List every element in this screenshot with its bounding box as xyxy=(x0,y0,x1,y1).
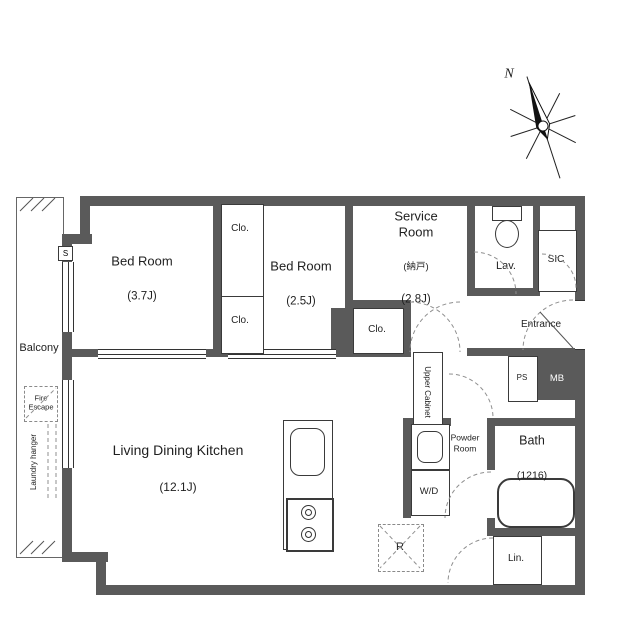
wall-segment xyxy=(487,518,495,536)
compass-north-label: N xyxy=(504,66,514,82)
compass-rose xyxy=(510,76,576,179)
bedroom2-label: Bed Room (2.5J) xyxy=(270,239,331,330)
bath-name: Bath xyxy=(519,433,545,448)
ldk-label: Living Dining Kitchen (12.1J) xyxy=(113,422,244,515)
ldk-size: (12.1J) xyxy=(159,479,197,494)
entrance-door-opening xyxy=(575,300,585,350)
bedroom1-size: (3.7J) xyxy=(127,290,157,303)
window-pane xyxy=(68,380,69,468)
washbasin xyxy=(417,431,443,463)
wall-segment xyxy=(62,234,92,244)
bedroom2-size: (2.5J) xyxy=(286,295,316,308)
compass-needle-light xyxy=(528,82,551,140)
closet-mid-box xyxy=(221,296,264,354)
bedroom2-name: Bed Room xyxy=(270,258,332,274)
refrigerator-label: R xyxy=(394,541,406,555)
closet-hall-box xyxy=(353,308,404,354)
service-room-name: Service Room xyxy=(394,208,438,240)
sliding-door xyxy=(98,349,206,359)
door-swing-arc xyxy=(448,373,494,419)
pipe-space-label: PS xyxy=(516,373,528,382)
washer-dryer-label: W/D xyxy=(419,486,439,498)
entrance-label: Entrance xyxy=(520,318,562,330)
sic-label: SIC xyxy=(547,253,565,265)
wall-segment xyxy=(213,204,221,357)
wall-segment xyxy=(402,300,411,357)
bath-size: (1216) xyxy=(516,469,548,482)
wall-segment xyxy=(331,308,345,352)
service-room-size: (2.8J) xyxy=(401,294,431,306)
wall-segment xyxy=(493,418,575,426)
wall-segment xyxy=(467,348,575,356)
toilet-tank-icon xyxy=(492,206,522,221)
service-room-alt: (納戸) xyxy=(403,261,429,273)
pipe-space-box xyxy=(508,356,538,402)
compass-hub xyxy=(537,120,549,132)
wall-segment xyxy=(62,552,108,562)
window xyxy=(62,380,74,468)
closet-top-label: Clo. xyxy=(231,222,249,234)
burner-icon xyxy=(301,527,316,542)
kitchen-sink xyxy=(290,428,325,476)
door-pane xyxy=(98,354,206,355)
wall-segment xyxy=(80,196,585,206)
wall-segment xyxy=(487,528,575,536)
window xyxy=(62,262,74,332)
lavatory-label: Lav. xyxy=(496,260,516,273)
switch-label: S xyxy=(62,249,69,258)
linen-label: Lin. xyxy=(507,552,525,566)
closet-top-box xyxy=(221,204,264,298)
closet-mid-label: Clo. xyxy=(231,314,249,326)
upper-cabinet-label: Upper Cabinet xyxy=(423,366,432,418)
window-pane xyxy=(68,262,69,332)
wall-segment xyxy=(467,288,540,296)
wall-segment xyxy=(96,552,106,595)
door-swing-arc xyxy=(444,471,492,519)
balcony-label: Balcony xyxy=(19,342,59,355)
powder-room-label: Powder Room xyxy=(450,432,480,453)
door-pane xyxy=(228,354,336,355)
wall-segment xyxy=(487,418,495,470)
wall-segment xyxy=(533,196,540,296)
wall-segment xyxy=(96,585,585,595)
service-room-label: Service Room (納戸) (2.8J) xyxy=(394,189,437,328)
compass-needle-dark xyxy=(528,82,548,140)
wall-segment xyxy=(80,196,90,244)
laundry-hanger-label: Laundry hanger xyxy=(29,433,38,491)
toilet-bowl-icon xyxy=(495,220,519,248)
burner-icon xyxy=(301,505,316,520)
bedroom1-name: Bed Room xyxy=(111,253,173,269)
door-swing-arc xyxy=(447,537,494,584)
meter-box: MB xyxy=(538,356,576,400)
compass-lines xyxy=(510,76,576,179)
wall-segment xyxy=(467,196,475,296)
ldk-name: Living Dining Kitchen xyxy=(112,441,244,458)
switch-symbol: S xyxy=(58,246,73,261)
bedroom1-label: Bed Room (3.7J) xyxy=(111,234,172,325)
bath-label: Bath (1216) xyxy=(517,414,547,503)
closet-hall-label: Clo. xyxy=(368,323,386,335)
bathtub xyxy=(497,478,575,528)
sliding-door xyxy=(228,349,336,359)
wall-segment xyxy=(345,204,353,352)
wall-segment xyxy=(353,300,410,308)
wall-segment xyxy=(403,418,411,518)
balcony-area xyxy=(16,197,64,558)
wall-segment xyxy=(575,196,585,595)
meter-box-label: MB xyxy=(549,372,565,384)
fire-escape-label: Fire Escape xyxy=(28,393,54,413)
